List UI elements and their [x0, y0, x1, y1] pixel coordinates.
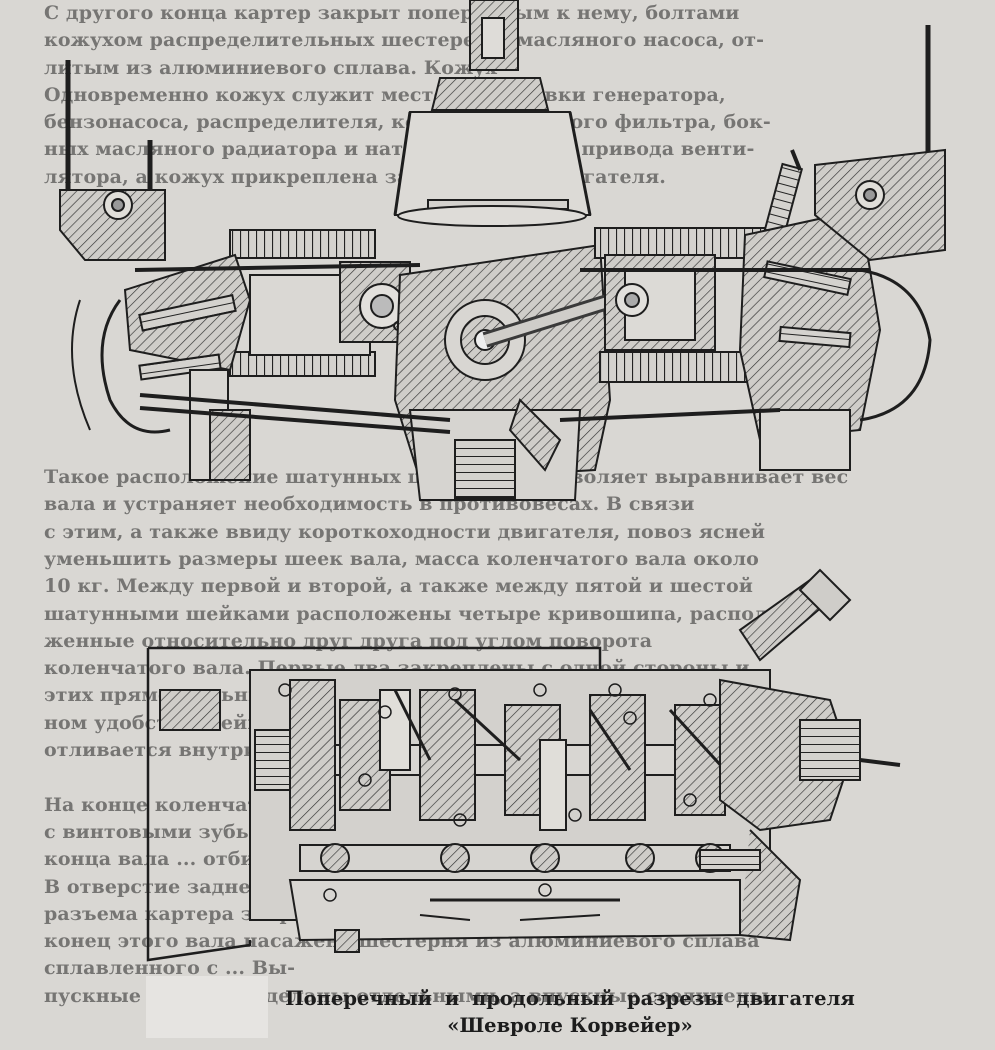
text-line: Одновременно кожух служит местом установ… — [44, 83, 726, 106]
text-line: 10 кг. Между первой и второй, а также ме… — [44, 575, 753, 598]
text-line: уменьшить размеры шеек вала, масса колен… — [44, 547, 759, 570]
left-cylinder-head — [71, 253, 252, 481]
bolt-markers — [278, 683, 717, 902]
text-line: шатунными шейками расположены четыре кри… — [44, 602, 789, 625]
cross-section-view — [59, 0, 946, 501]
text-line: с этим, а также ввиду короткоходности дв… — [44, 520, 766, 543]
text-line: женные относительно друг друга под углом… — [44, 629, 653, 652]
left-bracket — [59, 60, 166, 261]
right-cylinder-head — [738, 208, 932, 471]
flywheel-end — [159, 679, 336, 831]
left-cylinder-bank — [229, 229, 416, 377]
timing-gear-housing — [719, 568, 901, 942]
camshaft — [299, 843, 761, 873]
figure-caption-line1: Поперечный и продольный разрезы двигател… — [285, 987, 855, 1010]
right-bracket — [814, 25, 946, 262]
blank-patch — [146, 976, 268, 1038]
text-line: кожухом распределительных шестерен и мас… — [44, 29, 765, 52]
longitudinal-section-view — [146, 568, 901, 962]
push-rods — [134, 263, 870, 434]
crankcase-center — [393, 243, 633, 501]
text-line: литым из алюминиевого сплава. Кожух — [44, 56, 497, 79]
background-body-text: С другого конца картер закрыт поперечным… — [44, 0, 964, 1010]
fan-housing — [393, 0, 592, 227]
text-line: сплавленного с ... Вы- — [44, 957, 296, 980]
text-line: С другого конца картер закрыт поперечным… — [44, 2, 740, 24]
oil-pan — [288, 879, 741, 953]
figure-caption-line2: «Шевроле Корвейер» — [447, 1014, 693, 1037]
